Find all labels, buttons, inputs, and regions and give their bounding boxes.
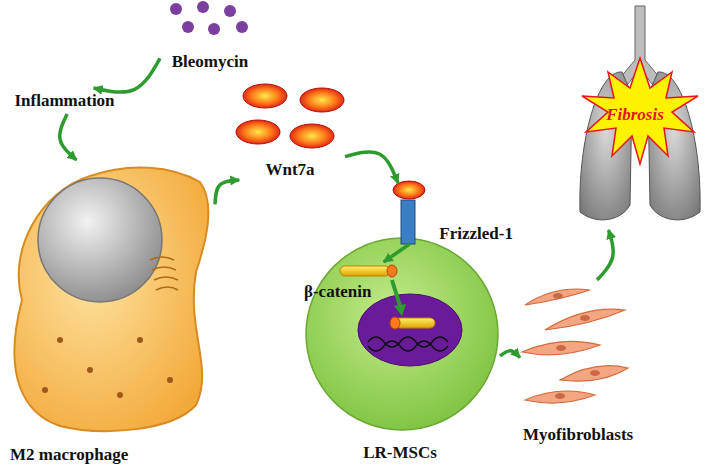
arrow-connector — [597, 230, 613, 280]
node-label: β-catenin — [304, 282, 372, 302]
myofibroblasts — [522, 289, 628, 403]
node-label: Bleomycin — [172, 52, 249, 72]
arrow-connector — [500, 351, 520, 358]
fibrosis-star — [582, 58, 698, 164]
frizzled-receptor — [393, 181, 425, 244]
node-label: Wnt7a — [265, 160, 314, 180]
arrow-connector — [345, 152, 398, 183]
wnt7a-proteins — [236, 84, 344, 148]
arrow-connector — [215, 180, 239, 204]
msc-cell-node: LR-MSCs β-catenin — [300, 232, 500, 463]
node-label: M2 macrophage — [10, 445, 128, 465]
lungs — [580, 6, 700, 220]
wnt7a-node: Wnt7a — [235, 78, 345, 180]
myofibroblast-node: Myofibroblasts — [520, 280, 636, 445]
arrow-connector — [384, 244, 410, 262]
macrophage-node: M2 macrophage — [0, 160, 215, 465]
fibrosis-node: Fibrosis — [565, 0, 705, 230]
macrophage — [14, 167, 208, 431]
bleomycin-node: Bleomycin — [160, 0, 260, 72]
node-label: Frizzled-1 — [439, 224, 513, 244]
node-label: Inflammation — [14, 91, 114, 111]
inflammation-node: Inflammation — [2, 88, 127, 114]
receptor-node: Frizzled-1 — [398, 180, 513, 244]
bleomycin-dots — [170, 1, 248, 35]
node-label: Myofibroblasts — [523, 425, 633, 445]
arrow-connector — [94, 58, 160, 92]
arrow-connector — [60, 114, 77, 160]
beta-catenin-node: β-catenin — [300, 262, 410, 302]
node-label: LR-MSCs — [363, 443, 437, 463]
node-label: Fibrosis — [606, 105, 664, 125]
lr-msc-cell — [306, 238, 498, 430]
